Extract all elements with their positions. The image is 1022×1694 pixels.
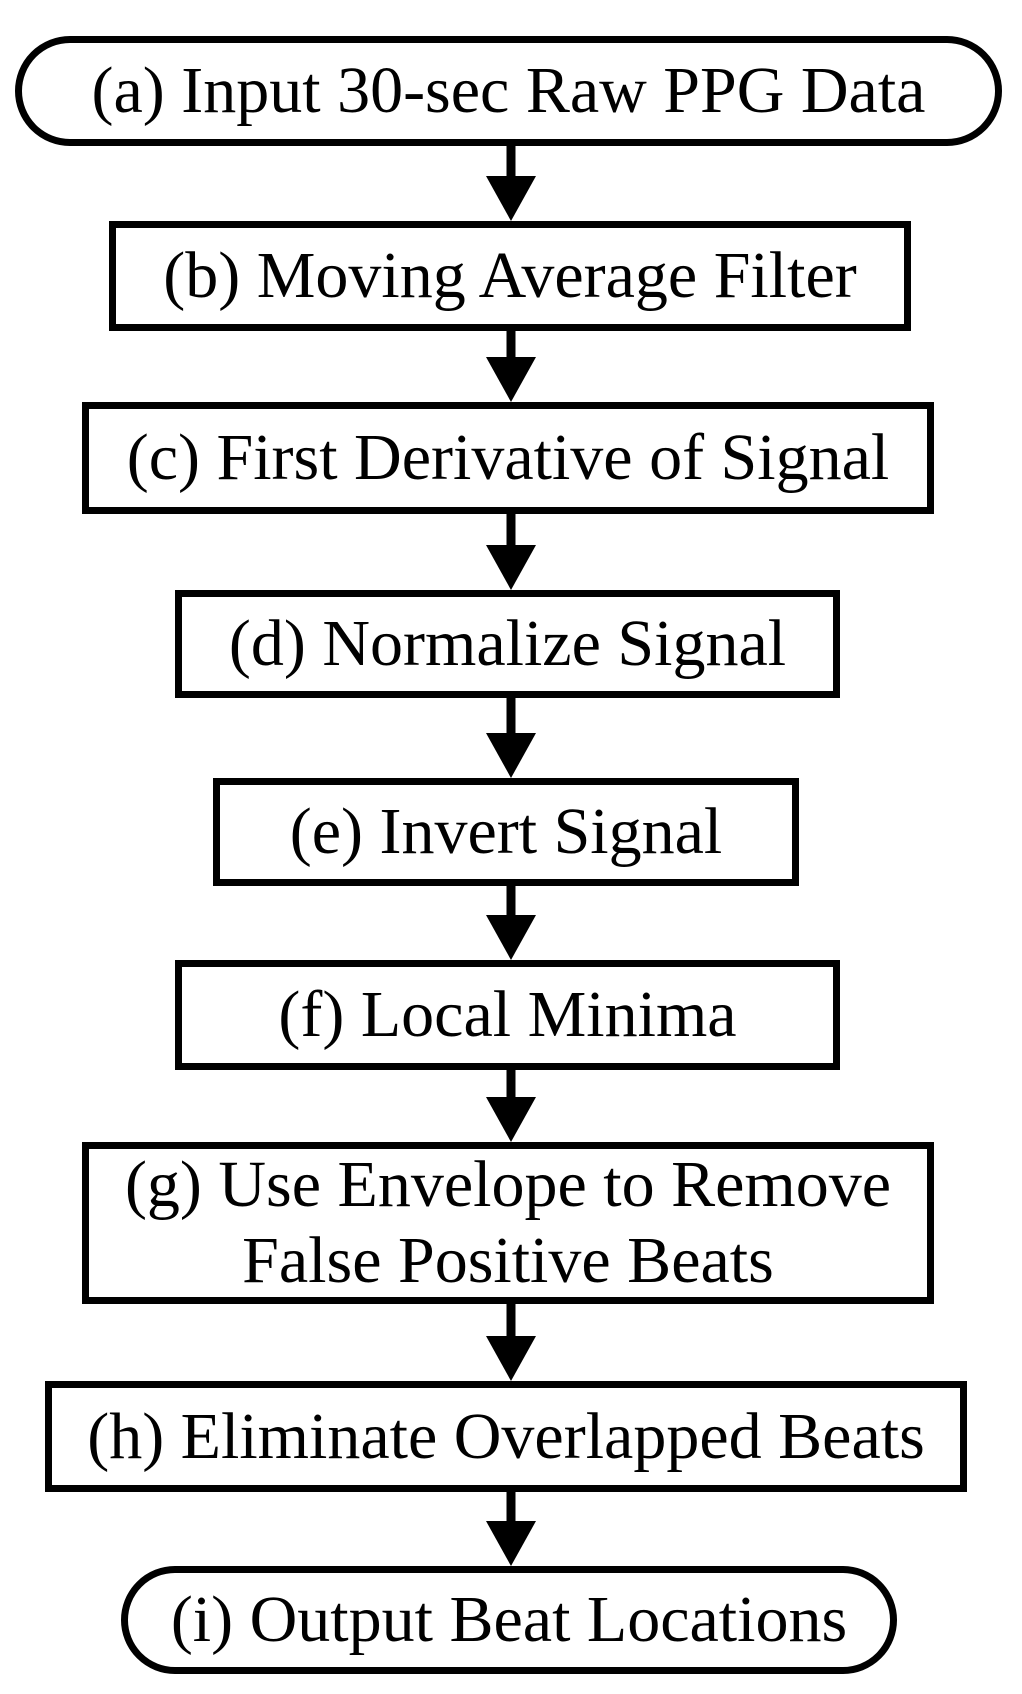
arrow-g-to-h [486, 1304, 536, 1381]
node-label-line-2: False Positive Beats [242, 1224, 774, 1297]
arrow-h-to-i [486, 1492, 536, 1566]
end-terminal-output-beat-locations: (i) Output Beat Locations [121, 1566, 897, 1674]
arrow-e-to-f [486, 886, 536, 960]
node-label: (d) Normalize Signal [228, 607, 787, 681]
node-label-line-1: (g) Use Envelope to Remove [124, 1148, 892, 1222]
process-moving-average-filter: (b) Moving Average Filter [109, 221, 911, 331]
process-eliminate-overlapped-beats: (h) Eliminate Overlapped Beats [45, 1381, 967, 1492]
process-invert-signal: (e) Invert Signal [213, 778, 799, 886]
arrow-f-to-g [486, 1070, 536, 1142]
arrow-a-to-b [486, 146, 536, 221]
process-normalize-signal: (d) Normalize Signal [175, 590, 840, 698]
node-label: (e) Invert Signal [289, 795, 723, 869]
arrow-d-to-e [486, 698, 536, 778]
process-local-minima: (f) Local Minima [175, 960, 840, 1070]
process-first-derivative: (c) First Derivative of Signal [82, 402, 934, 514]
arrow-c-to-d [486, 514, 536, 590]
node-label: (c) First Derivative of Signal [126, 421, 890, 495]
node-label: (h) Eliminate Overlapped Beats [87, 1399, 925, 1473]
process-envelope-false-positive-removal: (g) Use Envelope to Remove False Positiv… [82, 1142, 934, 1304]
node-label: (i) Output Beat Locations [170, 1583, 848, 1657]
node-label: (a) Input 30-sec Raw PPG Data [91, 54, 926, 128]
node-label: (b) Moving Average Filter [163, 239, 857, 313]
node-label: (f) Local Minima [278, 978, 737, 1052]
arrow-b-to-c [486, 331, 536, 402]
start-terminal-input-raw-ppg: (a) Input 30-sec Raw PPG Data [15, 36, 1002, 146]
